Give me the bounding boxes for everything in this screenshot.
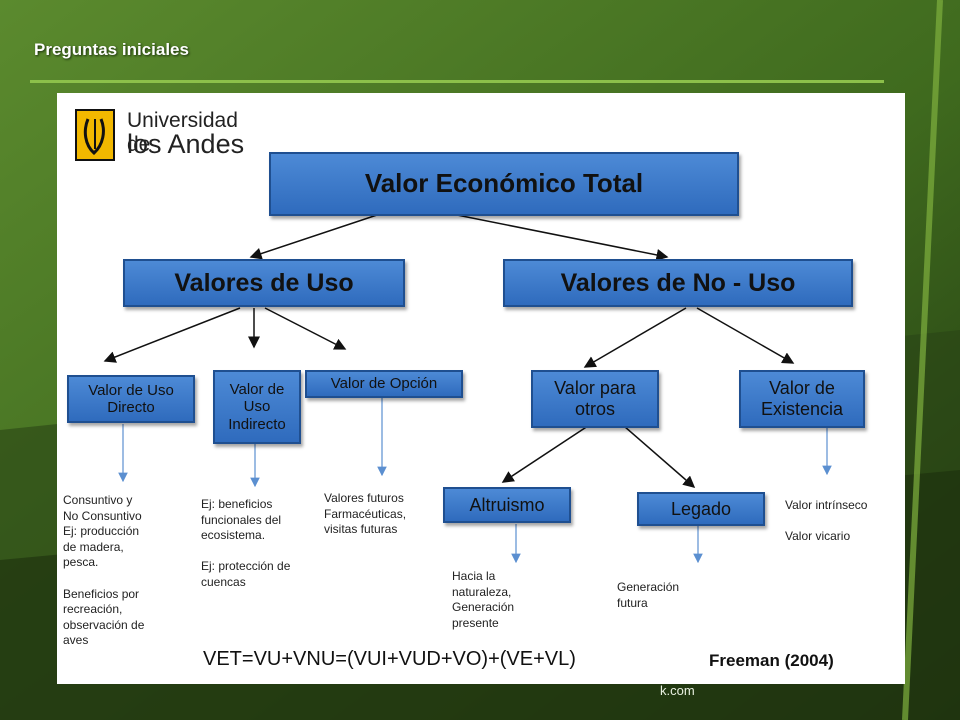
citation: Freeman (2004)	[709, 651, 834, 670]
note-uso-directo: Consuntivo y No Consuntivo Ej: producció…	[63, 493, 145, 648]
note-legado: Generación futura	[617, 580, 680, 610]
node-valor-economico-total: Valor Económico Total	[269, 152, 739, 216]
logo-line-1: Universidad de	[127, 109, 238, 156]
node-label: Legado	[670, 498, 732, 519]
node-valor-de-existencia: Valor de Existencia	[739, 370, 865, 428]
node-label: Valor de Existencia	[760, 378, 844, 419]
node-label: Valor para otros	[554, 378, 636, 419]
footer-url: k.com	[660, 683, 695, 698]
node-valor-de-opcion: Valor de Opción	[305, 370, 463, 398]
node-label: Altruismo	[469, 494, 545, 515]
node-valor-uso-indirecto: Valor de Uso Indirecto	[213, 370, 301, 444]
vet-formula: VET=VU+VNU=(VUI+VUD+VO)+(VE+VL)	[203, 648, 576, 670]
node-altruismo: Altruismo	[443, 487, 571, 523]
connector-lines	[103, 214, 832, 564]
node-valores-de-no-uso: Valores de No - Uso	[503, 259, 853, 307]
note-opcion: Valores futuros Farmacéuticas, visitas f…	[324, 491, 407, 537]
note-existencia: Valor intrínseco Valor vicario	[785, 498, 868, 544]
logo-line-2: los Andes	[127, 129, 245, 159]
title-underline	[30, 80, 884, 83]
node-valor-uso-directo: Valor de Uso Directo	[67, 375, 195, 423]
university-logo: Universidad de los Andes	[75, 109, 265, 161]
logo-emblem-icon	[75, 109, 115, 161]
diagram-panel: Universidad de los Andes Valor Económico…	[57, 93, 905, 684]
node-valor-para-otros: Valor para otros	[531, 370, 659, 428]
node-label: Valor de Uso Directo	[88, 381, 174, 416]
node-legado: Legado	[637, 492, 765, 526]
note-altruismo: Hacia la naturaleza, Generación presente	[452, 569, 515, 630]
node-label: Valor Económico Total	[364, 168, 644, 199]
node-label: Valores de No - Uso	[560, 268, 796, 297]
slide-title: Preguntas iniciales	[34, 40, 189, 59]
note-uso-indirecto: Ej: beneficios funcionales del ecosistem…	[201, 497, 291, 589]
node-label: Valores de Uso	[174, 268, 354, 297]
node-label: Valor de Uso Indirecto	[228, 381, 286, 433]
node-label: Valor de Opción	[330, 375, 438, 393]
node-valores-de-uso: Valores de Uso	[123, 259, 405, 307]
